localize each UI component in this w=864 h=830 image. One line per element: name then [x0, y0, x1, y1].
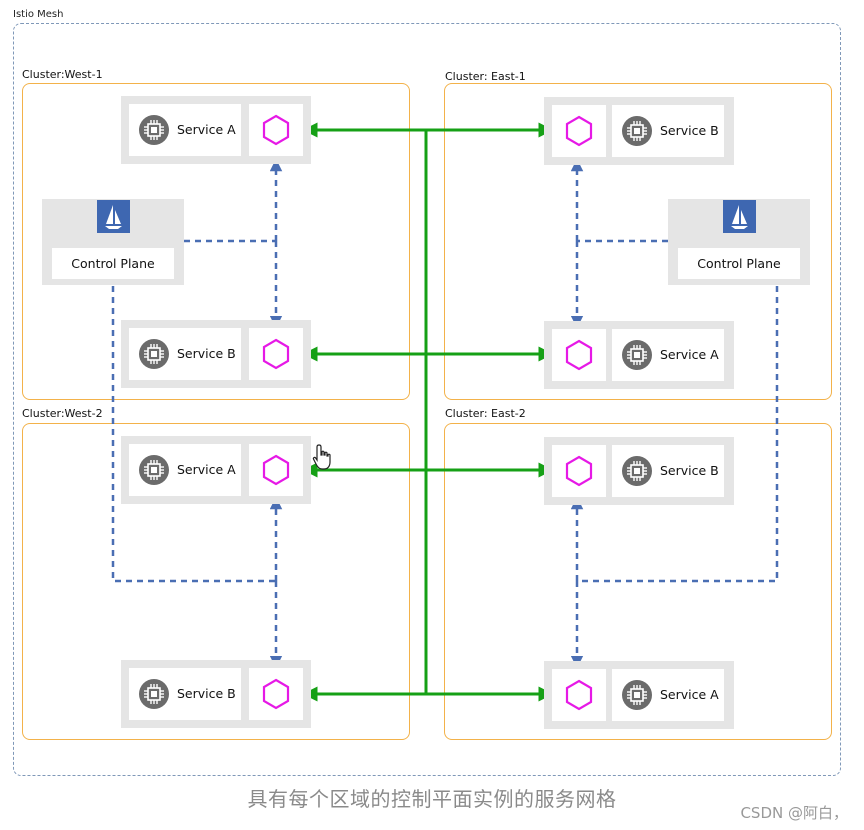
- hexagon-proxy-icon: [565, 115, 593, 147]
- service-label: Service A: [660, 687, 719, 702]
- pod-east1-service-a[interactable]: Service A: [544, 321, 734, 389]
- pod-west1-service-a[interactable]: Service A: [121, 96, 311, 164]
- processor-chip-icon: [622, 116, 652, 146]
- proxy-box: [249, 328, 303, 380]
- processor-chip-icon: [622, 340, 652, 370]
- hand-pointer-icon: [312, 444, 331, 470]
- cluster-west-1-label: Cluster:West-1: [22, 68, 103, 81]
- hexagon-proxy-icon: [262, 338, 290, 370]
- proxy-box: [552, 105, 606, 157]
- cluster-east-2: [444, 423, 832, 740]
- cluster-west-2-label: Cluster:West-2: [22, 407, 103, 420]
- watermark: CSDN @阿白，: [740, 804, 848, 822]
- istio-mesh-boundary: [13, 23, 841, 776]
- service-box: Service B: [612, 105, 724, 157]
- processor-chip-icon: [622, 456, 652, 486]
- pod-east2-service-b[interactable]: Service B: [544, 437, 734, 505]
- service-box: Service B: [129, 668, 241, 720]
- pod-west1-service-b[interactable]: Service B: [121, 320, 311, 388]
- service-box: Service B: [612, 445, 724, 497]
- processor-chip-icon: [139, 115, 169, 145]
- proxy-box: [249, 444, 303, 496]
- service-label: Service A: [660, 347, 719, 362]
- processor-chip-icon: [139, 455, 169, 485]
- service-label: Service A: [177, 122, 236, 137]
- service-box: Service B: [129, 328, 241, 380]
- cluster-west-2: [22, 423, 410, 740]
- control-plane-west[interactable]: Control Plane: [42, 199, 184, 285]
- processor-chip-icon: [139, 339, 169, 369]
- pod-west2-service-a[interactable]: Service A: [121, 436, 311, 504]
- processor-chip-icon: [622, 680, 652, 710]
- control-plane-label: Control Plane: [52, 248, 174, 279]
- cluster-east-1-label: Cluster: East-1: [445, 70, 526, 83]
- service-label: Service B: [177, 346, 236, 361]
- service-label: Service A: [177, 462, 236, 477]
- service-label: Service B: [660, 463, 719, 478]
- istio-sail-logo: [97, 200, 130, 233]
- service-label: Service B: [177, 686, 236, 701]
- pod-east1-service-b[interactable]: Service B: [544, 97, 734, 165]
- control-plane-label: Control Plane: [678, 248, 800, 279]
- cluster-west-1: [22, 83, 410, 400]
- proxy-box: [249, 668, 303, 720]
- istio-sail-logo: [723, 200, 756, 233]
- cluster-east-1: [444, 83, 832, 400]
- pod-west2-service-b[interactable]: Service B: [121, 660, 311, 728]
- control-plane-east[interactable]: Control Plane: [668, 199, 810, 285]
- service-box: Service A: [612, 669, 724, 721]
- hexagon-proxy-icon: [565, 339, 593, 371]
- proxy-box: [552, 329, 606, 381]
- hexagon-proxy-icon: [262, 114, 290, 146]
- proxy-box: [552, 669, 606, 721]
- proxy-box: [552, 445, 606, 497]
- pod-east2-service-a[interactable]: Service A: [544, 661, 734, 729]
- hexagon-proxy-icon: [262, 678, 290, 710]
- hexagon-proxy-icon: [565, 679, 593, 711]
- processor-chip-icon: [139, 679, 169, 709]
- service-box: Service A: [612, 329, 724, 381]
- hexagon-proxy-icon: [262, 454, 290, 486]
- service-box: Service A: [129, 104, 241, 156]
- mesh-label: Istio Mesh: [13, 9, 64, 20]
- cluster-east-2-label: Cluster: East-2: [445, 407, 526, 420]
- service-box: Service A: [129, 444, 241, 496]
- figure-caption: 具有每个区域的控制平面实例的服务网格: [247, 787, 617, 811]
- service-label: Service B: [660, 123, 719, 138]
- proxy-box: [249, 104, 303, 156]
- hexagon-proxy-icon: [565, 455, 593, 487]
